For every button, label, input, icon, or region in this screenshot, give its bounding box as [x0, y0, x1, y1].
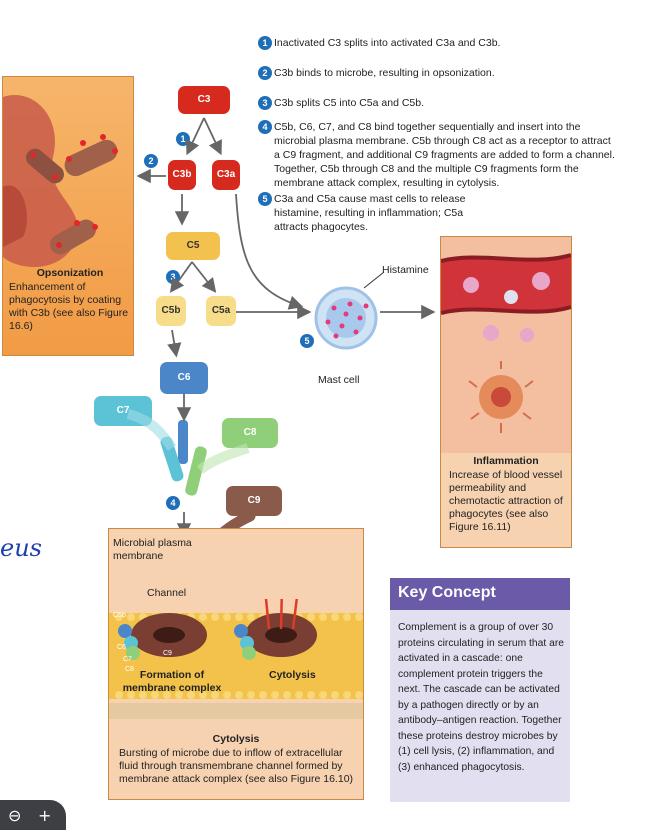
pore-complex-right [234, 613, 317, 660]
key-concept-title: Key Concept [398, 584, 496, 601]
opsonization-title: Opsonization [36, 267, 104, 279]
c9-component: C9 [226, 486, 282, 516]
zoom-out-button[interactable]: ⊖ [8, 806, 22, 825]
blood-vessel-illustration [441, 237, 571, 453]
c5b-component: C5b [156, 296, 186, 326]
cytolysis-text: Bursting of microbe due to inflow of ext… [119, 747, 354, 785]
zoom-toolbar: ⊖ + [0, 800, 66, 830]
small-c5b-label: C5b [113, 612, 126, 619]
histamine-label: Histamine [382, 264, 429, 276]
step-text: Inactivated C3 splits into activated C3a… [274, 37, 501, 49]
opsonization-illustration [3, 95, 118, 267]
formation-label: Formation of membrane complex [122, 669, 222, 694]
inflammation-panel: Inflammation Increase of blood vessel pe… [440, 236, 572, 548]
small-c6-label: C6 [117, 644, 126, 651]
step-text: C5b, C6, C7, and C8 bind together sequen… [274, 121, 615, 189]
c8-component: C8 [222, 418, 278, 448]
small-c9-label: C9 [163, 650, 172, 657]
badge-5: 5 [300, 334, 314, 348]
key-concept-box: Key Concept Complement is a group of ove… [390, 578, 570, 802]
margin-note: eus [0, 534, 42, 562]
zoom-in-button[interactable]: + [38, 806, 52, 825]
step-number: 2 [258, 66, 272, 80]
cytolysis-title: Cytolysis [212, 733, 260, 745]
c5-component: C5 [166, 232, 220, 260]
mast-cell-icon [314, 286, 378, 350]
cytolysis-panel: Microbial plasma membrane Channel [108, 528, 364, 800]
membrane-label: Microbial plasma membrane [113, 537, 192, 562]
inflammation-text: Increase of blood vessel permeability an… [449, 469, 563, 533]
c5a-component: C5a [206, 296, 236, 326]
step-number: 5 [258, 192, 272, 206]
pore-complex-left [118, 613, 207, 660]
membrane-illustration [109, 599, 363, 719]
small-c8-label: C8 [125, 666, 134, 673]
mac-assembly [126, 394, 250, 496]
opsonization-panel: Opsonization Enhancement of phagocytosis… [2, 76, 134, 356]
c3-component: C3 [178, 86, 230, 114]
inflammation-title: Inflammation [473, 455, 539, 467]
small-c7-label: C7 [123, 656, 132, 663]
c6-component: C6 [160, 362, 208, 394]
opsonization-text: Enhancement of phagocytosis by coating w… [9, 281, 129, 332]
cytolysis-label: Cytolysis [269, 669, 316, 681]
channel-label: Channel [147, 587, 187, 599]
mast-cell-label: Mast cell [318, 374, 360, 386]
step-text: C3a and C5a cause mast cells to release … [274, 193, 466, 233]
step-number: 4 [258, 120, 272, 134]
histamine-leader [363, 271, 385, 289]
key-concept-header: Key Concept [390, 578, 570, 610]
step-text: C3b binds to microbe, resulting in opson… [274, 67, 495, 79]
step-number: 1 [258, 36, 272, 50]
badge-4: 4 [166, 496, 180, 510]
key-concept-text: Complement is a group of over 30 protein… [398, 622, 564, 773]
phagocyte-icon [468, 361, 534, 433]
step-number: 3 [258, 96, 272, 110]
outflow-arrows [264, 599, 299, 630]
badge-2: 2 [144, 154, 158, 168]
c3b-component: C3b [168, 160, 196, 190]
c3a-component: C3a [212, 160, 240, 190]
step-text: C3b splits C5 into C5a and C5b. [274, 97, 424, 109]
